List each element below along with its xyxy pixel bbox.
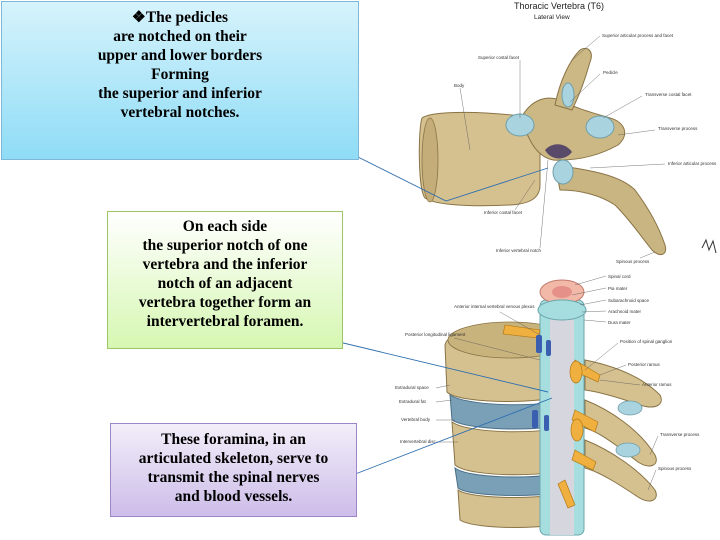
callout-pedicles-line-5: the superior and inferior [98, 85, 262, 102]
callout-foramina-function: These foramina, in an articulated skelet… [110, 423, 357, 517]
callout-pedicles-line-4: Forming [151, 66, 209, 83]
callout-foramina-line-4: and blood vessels. [174, 488, 293, 505]
callout-foramen-line-6: intervertebral foramen. [146, 313, 304, 330]
label-inferior-costal: Inferior costal facet [484, 210, 523, 215]
label-subarachnoid: Subarachnoid space [608, 298, 650, 303]
callout-foramen-line-2: the superior notch of one [142, 237, 308, 254]
label-anterior-ramus: Anterior ramus [642, 382, 672, 387]
thoracic-vertebra-illustration: Thoracic Vertebra (T6) Lateral View [418, 1, 717, 264]
label-inferior-articular: Inferior articular process [668, 161, 717, 166]
callout-pedicles: ❖The pedicles are notched on their upper… [1, 1, 359, 160]
spinal-column-illustration: Spinal cord Pia mater Subarachnoid space… [395, 274, 700, 536]
label-spinous-process: Spinous process [616, 259, 650, 264]
label-extradural-space: Extradural space [395, 385, 429, 390]
label-pia-mater: Pia mater [608, 286, 628, 291]
label-spinal-ganglion: Position of spinal ganglion [620, 339, 673, 344]
label-arachnoid: Arachnoid mater [608, 309, 642, 314]
callout-foramen-line-1: On each side [182, 218, 268, 235]
signature-mark [701, 238, 717, 254]
label-pedicle: Pedicle [603, 70, 618, 75]
label-spinal-cord: Spinal cord [608, 274, 631, 279]
label-inferior-notch: Inferior vertebral notch [496, 248, 542, 253]
figure-title: Thoracic Vertebra (T6) [514, 1, 604, 11]
label-spinous-process-2: Spinous process [658, 466, 692, 471]
label-extradural-fat: Extradural fat [399, 399, 427, 404]
label-transverse-process: Transverse process [658, 126, 698, 131]
callout-foramina-line-3: transmit the spinal nerves [147, 469, 320, 486]
label-dura-mater: Dura mater [608, 320, 631, 325]
label-posterior-longitudinal: Posterior longitudinal ligament [405, 332, 466, 337]
callout-foramina-line-1: These foramina, in an [161, 431, 306, 448]
callout-pedicles-line-3: upper and lower borders [97, 47, 263, 64]
label-transverse-costal: Transverse costal facet [645, 92, 692, 97]
callout-foramen-line-4: notch of an adjacent [157, 275, 293, 292]
label-vertebral-body: Vertebral body [401, 417, 431, 422]
callout-intervertebral-foramen: On each side the superior notch of one v… [107, 211, 343, 349]
pointer-line-foramina [331, 397, 553, 484]
figure-subtitle: Lateral View [534, 14, 570, 21]
callout-foramen-line-5: vertebra together form an [138, 294, 312, 311]
callout-pedicles-line-2: are notched on their [113, 28, 247, 45]
callout-pedicles-line-6: vertebral notches. [120, 104, 240, 121]
diamond-bullet-icon: ❖ [131, 9, 146, 26]
label-superior-articular: Superior articular process and facet [602, 33, 674, 38]
label-intervertebral-disc: Intervertebral disc [400, 439, 437, 444]
label-posterior-ramus: Posterior ramus [628, 362, 661, 367]
pointer-line-foramen [313, 335, 549, 393]
callout-foramen-line-3: vertebra and the inferior [142, 256, 308, 273]
label-superior-costal: Superior costal facet [478, 55, 520, 60]
callout-foramina-line-2: articulated skeleton, serve to [138, 450, 329, 467]
label-transverse-process-2: Transverse process [660, 432, 700, 437]
callout-pedicles-line-1: ❖The pedicles [131, 9, 229, 26]
label-body: Body [454, 83, 465, 88]
label-venous-plexus: Anterior internal vertebral venous plexu… [454, 304, 535, 309]
